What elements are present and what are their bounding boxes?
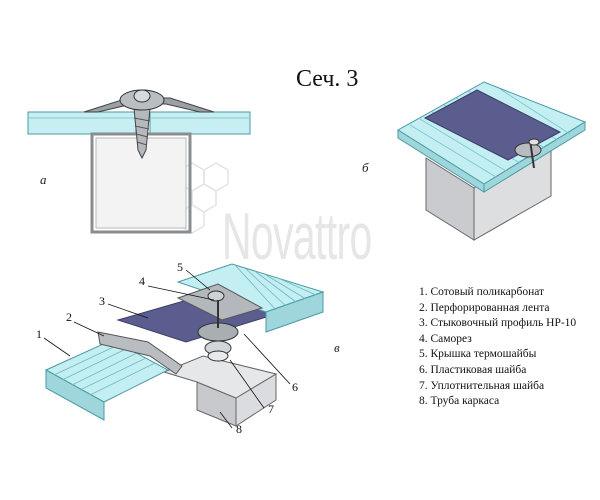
callout-2: 2 — [66, 310, 72, 324]
callout-1: 1 — [36, 327, 42, 341]
callout-3: 3 — [99, 294, 105, 308]
legend-item: 3. Стыковочный профиль НР-10 — [419, 317, 577, 330]
legend-item: 2. Перфорированная лента — [419, 301, 550, 314]
callout-6: 6 — [292, 380, 298, 394]
legend-item: 5. Крышка термошайбы — [419, 348, 537, 361]
view-label-b: б — [362, 160, 369, 175]
watermark-text: Novattro — [222, 199, 372, 273]
callout-5: 5 — [177, 260, 183, 274]
legend-item: 8. Труба каркаса — [419, 395, 500, 408]
figure-title: Сеч. 3 — [296, 66, 359, 92]
callout-7: 7 — [268, 402, 274, 416]
callout-4: 4 — [139, 274, 145, 288]
view-label-a: а — [40, 172, 47, 187]
legend-list: 1. Сотовый поликарбонат 2. Перфорированн… — [419, 285, 576, 410]
legend-item: 4. Саморез — [419, 332, 472, 345]
view-label-v: в — [334, 340, 340, 355]
callout-8: 8 — [236, 422, 242, 436]
legend-item: 7. Уплотнительная шайба — [419, 379, 545, 392]
legend-item: 1. Сотовый поликарбонат — [419, 286, 545, 298]
legend-item: 6. Пластиковая шайба — [419, 363, 527, 376]
